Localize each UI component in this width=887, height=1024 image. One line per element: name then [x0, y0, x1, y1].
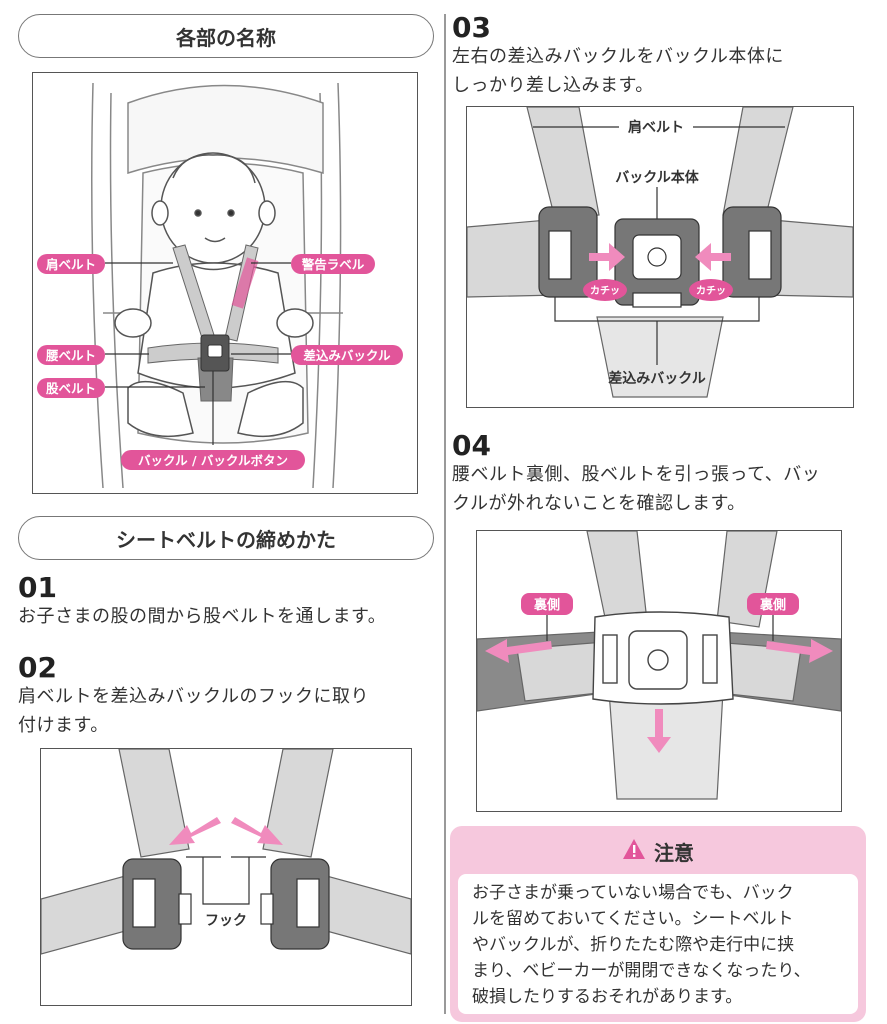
- parts-diagram: 肩ベルト 腰ベルト 股ベルト 警告ラベル 差込みバックル バックル / バックル…: [32, 72, 418, 494]
- step-02-text-line1: 肩ベルトを差込みバックルのフックに取り: [18, 686, 369, 707]
- step-03-text-line1: 左右の差込みバックルをバックル本体に: [452, 46, 784, 67]
- fig04-back-right: 裏側: [759, 597, 786, 613]
- step-04-number: 04: [452, 429, 491, 462]
- caution-line-5: 破損したりするおそれがあります。: [472, 987, 743, 1007]
- label-buckle-button: バックル / バックルボタン: [138, 453, 288, 468]
- fig03-insert-buckle-label: 差込みバックル: [608, 370, 706, 387]
- column-divider: [444, 14, 446, 1014]
- caution-line-3: やバックルが、折りたたむ際や走行中に挟: [472, 935, 795, 955]
- step-04-text-line1: 腰ベルト裏側、股ベルトを引っ張って、バッ: [452, 464, 821, 485]
- warning-icon: [622, 838, 646, 864]
- section-title-parts: 各部の名称: [18, 14, 434, 58]
- step-02-text-line2: 付けます。: [18, 715, 109, 736]
- fig02-diagram: フック: [40, 748, 412, 1006]
- caution-title: 注意: [654, 840, 694, 865]
- step-04-text-line2: クルが外れないことを確認します。: [452, 493, 746, 514]
- caution-body: お子さまが乗っていない場合でも、バック ルを留めておいてください。シートベルト …: [458, 874, 858, 1014]
- step-01-text: お子さまの股の間から股ベルトを通します。: [18, 606, 387, 627]
- label-warning-label: 警告ラベル: [301, 257, 365, 272]
- step-02-number: 02: [18, 651, 57, 684]
- step-03-text-line2: しっかり差し込みます。: [452, 75, 654, 96]
- caution-line-2: ルを留めておいてください。シートベルト: [472, 909, 794, 929]
- label-crotch-belt: 股ベルト: [46, 381, 96, 396]
- fig03-shoulder-belt-label: 肩ベルト: [628, 119, 684, 136]
- section-title-parts-text: 各部の名称: [176, 25, 276, 50]
- caution-text: お子さまが乗っていない場合でも、バック ルを留めておいてください。シートベルト …: [472, 880, 850, 1010]
- fig04-diagram: 裏側 裏側: [476, 530, 842, 812]
- label-waist-belt: 腰ベルト: [45, 348, 96, 363]
- caution-box: 注意 お子さまが乗っていない場合でも、バック ルを留めておいてください。シートベ…: [450, 826, 866, 1022]
- caution-header: 注意: [450, 834, 866, 868]
- fig03-click-left: カチッ: [590, 285, 620, 297]
- fig02-hook-label: フック: [205, 913, 247, 929]
- section-title-howto: シートベルトの締めかた: [18, 516, 434, 560]
- label-shoulder-belt: 肩ベルト: [46, 257, 96, 272]
- step-01-number: 01: [18, 571, 57, 604]
- fig04-back-left: 裏側: [533, 597, 560, 613]
- step-03-number: 03: [452, 11, 491, 44]
- label-insert-buckle: 差込みバックル: [302, 348, 391, 363]
- fig03-diagram: 肩ベルト バックル本体 差込みバックル カチッ カチッ: [466, 106, 854, 408]
- caution-line-4: まり、ベビーカーが開閉できなくなったり、: [472, 961, 811, 981]
- caution-line-1: お子さまが乗っていない場合でも、バック: [472, 883, 794, 903]
- fig03-buckle-body-label: バックル本体: [615, 169, 700, 186]
- fig03-click-right: カチッ: [696, 285, 726, 297]
- section-title-howto-text: シートベルトの締めかた: [116, 527, 336, 552]
